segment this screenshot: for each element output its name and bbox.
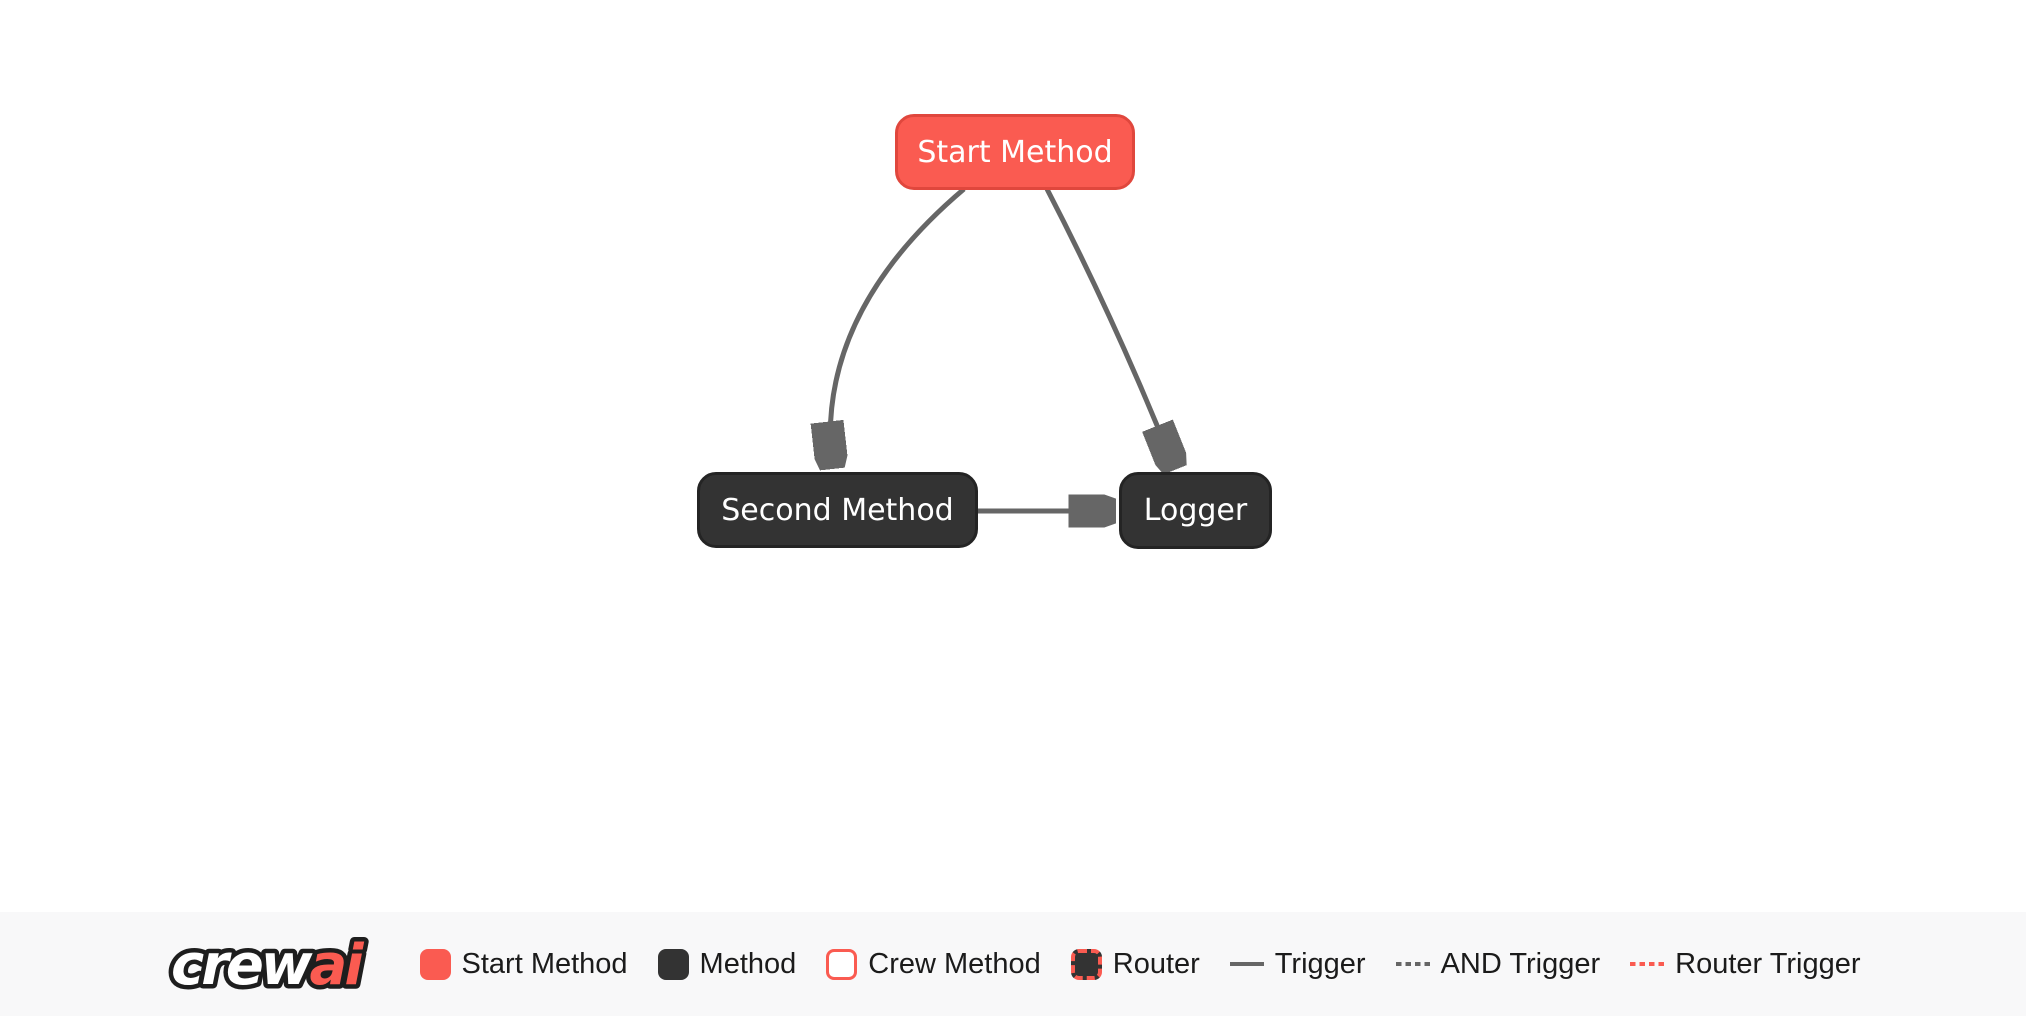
node-label: Start Method bbox=[917, 134, 1113, 170]
legend-item-start-method: Start Method bbox=[419, 947, 628, 981]
legend-label: Router bbox=[1112, 947, 1200, 980]
crewai-logo-image: crewai bbox=[166, 929, 371, 1003]
trigger-line-icon bbox=[1229, 962, 1264, 966]
legend-label: Method bbox=[699, 947, 797, 980]
legend-item-method: Method bbox=[657, 947, 797, 981]
legend-label: Router Trigger bbox=[1675, 947, 1861, 980]
node-logger[interactable]: Logger bbox=[1119, 472, 1272, 549]
node-second-method[interactable]: Second Method bbox=[697, 472, 978, 548]
and-trigger-line-icon bbox=[1395, 962, 1430, 966]
legend-item-router-trigger: Router Trigger bbox=[1630, 948, 1860, 981]
crewai-logo: crewai bbox=[166, 925, 388, 1003]
legend-label: Trigger bbox=[1274, 947, 1366, 980]
legend-bar: crewai Start Method Method Crew Method R… bbox=[0, 912, 2026, 1016]
logo-text-crew: crew bbox=[171, 933, 313, 998]
node-label: Second Method bbox=[721, 492, 954, 528]
method-swatch-icon bbox=[657, 948, 689, 980]
legend-item-and-trigger: AND Trigger bbox=[1395, 947, 1601, 981]
router-trigger-line-icon bbox=[1630, 962, 1665, 966]
router-swatch-icon bbox=[1070, 948, 1102, 980]
legend-label: AND Trigger bbox=[1440, 947, 1601, 980]
crew-method-swatch-icon bbox=[826, 948, 858, 980]
edge-start-to-logger bbox=[1044, 187, 1174, 467]
edge-start-to-second bbox=[830, 187, 966, 466]
legend-label: Start Method bbox=[461, 947, 628, 980]
legend-item-router: Router bbox=[1070, 947, 1200, 981]
svg-text:crewai: crewai bbox=[171, 933, 364, 998]
legend-item-trigger: Trigger bbox=[1229, 947, 1366, 981]
flow-canvas[interactable]: Start Method Second Method Logger bbox=[0, 0, 2026, 912]
logo-text-ai: ai bbox=[309, 933, 364, 998]
legend-item-crew-method: Crew Method bbox=[826, 947, 1041, 981]
flow-edges-layer bbox=[0, 187, 2026, 912]
node-start-method[interactable]: Start Method bbox=[895, 114, 1135, 190]
node-label: Logger bbox=[1143, 493, 1248, 528]
start-method-swatch-icon bbox=[419, 948, 451, 980]
legend-label: Crew Method bbox=[868, 947, 1041, 980]
